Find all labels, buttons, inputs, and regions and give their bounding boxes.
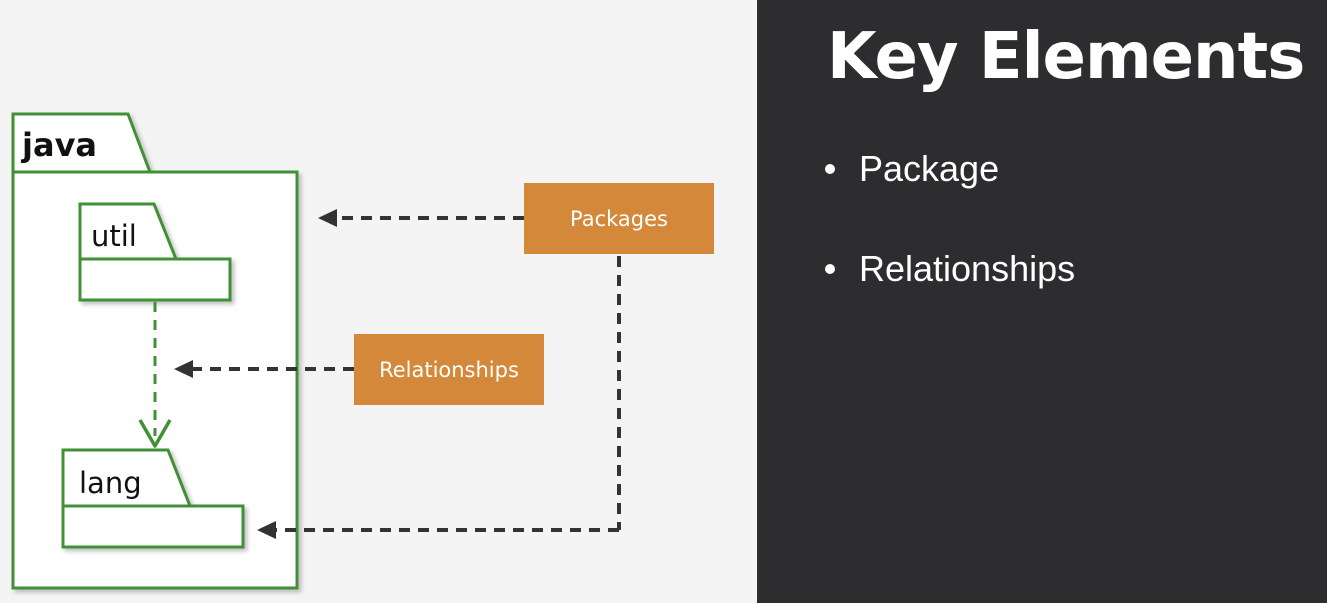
slide-title: Key Elements: [827, 20, 1305, 94]
bullet-item-relationships: Relationships: [823, 240, 1075, 340]
callout-packages: Packages: [524, 183, 714, 254]
bullet-list: Package Relationships: [823, 140, 1075, 340]
diagram-panel: java util lang: [11, 112, 714, 590]
callout-packages-label: Packages: [570, 207, 668, 231]
callout-relationships: Relationships: [354, 334, 544, 405]
package-lang: [61, 448, 245, 549]
package-util-label: util: [91, 219, 137, 253]
bullet-text: Relationships: [859, 248, 1076, 289]
bullet-text: Package: [859, 148, 1000, 189]
callout-relationships-label: Relationships: [379, 358, 519, 382]
package-util: [78, 202, 232, 302]
package-diagram: java util lang: [11, 112, 714, 590]
packages-pointer-arrow: [318, 209, 524, 227]
bullet-dot-icon: [825, 164, 835, 174]
lang-pointer-arrow: [257, 256, 621, 539]
package-lang-label: lang: [79, 466, 142, 500]
package-java-label: java: [20, 126, 97, 164]
relationships-pointer-arrow: [174, 360, 354, 378]
dependency-arrow: [138, 302, 172, 448]
key-elements-panel: Key Elements Package Relationships: [757, 0, 1327, 603]
bullet-item-package: Package: [823, 140, 1075, 240]
bullet-dot-icon: [825, 264, 835, 274]
